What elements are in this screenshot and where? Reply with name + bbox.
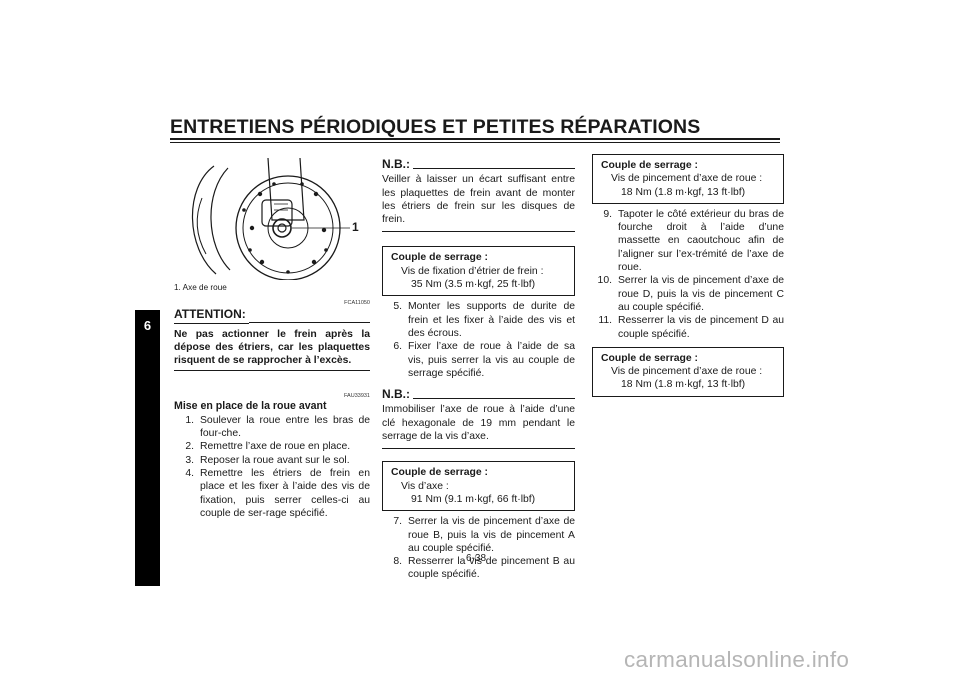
front-wheel-figure: 1	[174, 158, 370, 280]
nb-label: N.B.:	[382, 157, 410, 171]
torque-value: 18 Nm (1.8 m·kgf, 13 ft·lbf)	[621, 379, 746, 391]
nb-header-2: N.B.:	[382, 387, 575, 402]
nb-rule	[413, 398, 575, 400]
title-rule-thin	[170, 142, 780, 143]
attention-code: FCA11050	[344, 300, 370, 307]
attention-rule	[248, 321, 370, 323]
chapter-tab: 6	[135, 310, 160, 586]
chapter-number: 6	[143, 318, 152, 333]
step-item: 5.Monter les supports de durite de frein…	[393, 301, 575, 339]
step-item: 1.Soulever la roue entre les bras de fou…	[185, 414, 370, 440]
step-item: 7.Serrer la vis de pincement d’axe de ro…	[393, 516, 575, 554]
torque-item: Vis de pincement d’axe de roue :	[611, 366, 763, 378]
step-item: 11.Resserrer la vis de pincement D au co…	[598, 315, 784, 340]
section-heading: Mise en place de la roue avant	[174, 400, 327, 413]
steps-list-3: 9.Tapoter le côté extérieur du bras de f…	[592, 208, 784, 341]
nb-label: N.B.:	[382, 387, 410, 402]
torque-value: 18 Nm (1.8 m·kgf, 13 ft·lbf)	[621, 186, 746, 198]
figure-callout-1: 1	[352, 220, 359, 234]
column-1: 1 1. Axe de roue FCA11050 ATTENTION: Ne …	[174, 158, 370, 520]
page-title: ENTRETIENS PÉRIODIQUES ET PETITES RÉPARA…	[170, 116, 701, 138]
title-rule-thick	[170, 138, 780, 140]
step-item: 2.Remettre l’axe de roue en place.	[185, 441, 351, 453]
figure-caption: 1. Axe de roue	[174, 283, 227, 292]
column-2: N.B.: Veiller à laisser un écart suffisa…	[382, 157, 575, 582]
torque-box-3: Couple de serrage : Vis de pincement d’a…	[592, 154, 784, 204]
attention-header: ATTENTION:	[174, 308, 370, 324]
section-code: FAU33931	[344, 393, 370, 400]
step-item: 9.Tapoter le côté extérieur du bras de f…	[603, 208, 784, 274]
column-3: Couple de serrage : Vis de pincement d’a…	[592, 154, 784, 397]
torque-label: Couple de serrage :	[391, 467, 489, 479]
nb-rule	[413, 168, 575, 170]
steps-list-2a: 5.Monter les supports de durite de frein…	[382, 300, 575, 380]
torque-label: Couple de serrage :	[391, 252, 489, 264]
torque-label: Couple de serrage :	[601, 160, 699, 171]
watermark: carmanualsonline.info	[624, 647, 850, 672]
front-wheel-illustration: 1	[191, 158, 359, 280]
nb-text-1: Veiller à laisser un écart suffisant ent…	[382, 173, 575, 233]
nb-header-1: N.B.:	[382, 157, 575, 171]
attention-label: ATTENTION:	[174, 308, 249, 324]
steps-list-1: 1.Soulever la roue entre les bras de fou…	[174, 414, 370, 520]
torque-box-4: Couple de serrage : Vis de pincement d’a…	[592, 346, 784, 397]
step-item: 8.Resserrer la vis de pincement B au cou…	[393, 556, 575, 581]
torque-item: Vis d’axe :	[401, 480, 449, 492]
torque-label: Couple de serrage :	[601, 352, 699, 364]
attention-text: Ne pas actionner le frein après la dépos…	[174, 328, 370, 372]
torque-item: Vis de fixation d’étrier de frein :	[401, 265, 544, 277]
nb-text-2: Immobiliser l’axe de roue à l’aide d’une…	[382, 403, 575, 450]
torque-value: 91 Nm (9.1 m·kgf, 66 ft·lbf)	[411, 493, 536, 505]
torque-box-2: Couple de serrage : Vis d’axe : 91 Nm (9…	[382, 461, 575, 512]
step-item: 6.Fixer l’axe de roue à l’aide de sa vis…	[393, 341, 575, 379]
step-item: 10.Serrer la vis de pincement d’axe de r…	[597, 275, 784, 313]
torque-box-1: Couple de serrage : Vis de fixation d’ét…	[382, 246, 575, 297]
page-number: 6-38	[466, 553, 487, 564]
step-item: 3.Reposer la roue avant sur le sol.	[185, 454, 350, 466]
torque-item: Vis de pincement d’axe de roue :	[611, 173, 763, 185]
torque-value: 35 Nm (3.5 m·kgf, 25 ft·lbf)	[411, 279, 536, 291]
steps-list-2b: 7.Serrer la vis de pincement d’axe de ro…	[382, 515, 575, 581]
step-item: 4.Remettre les étriers de frein en place…	[185, 467, 370, 519]
